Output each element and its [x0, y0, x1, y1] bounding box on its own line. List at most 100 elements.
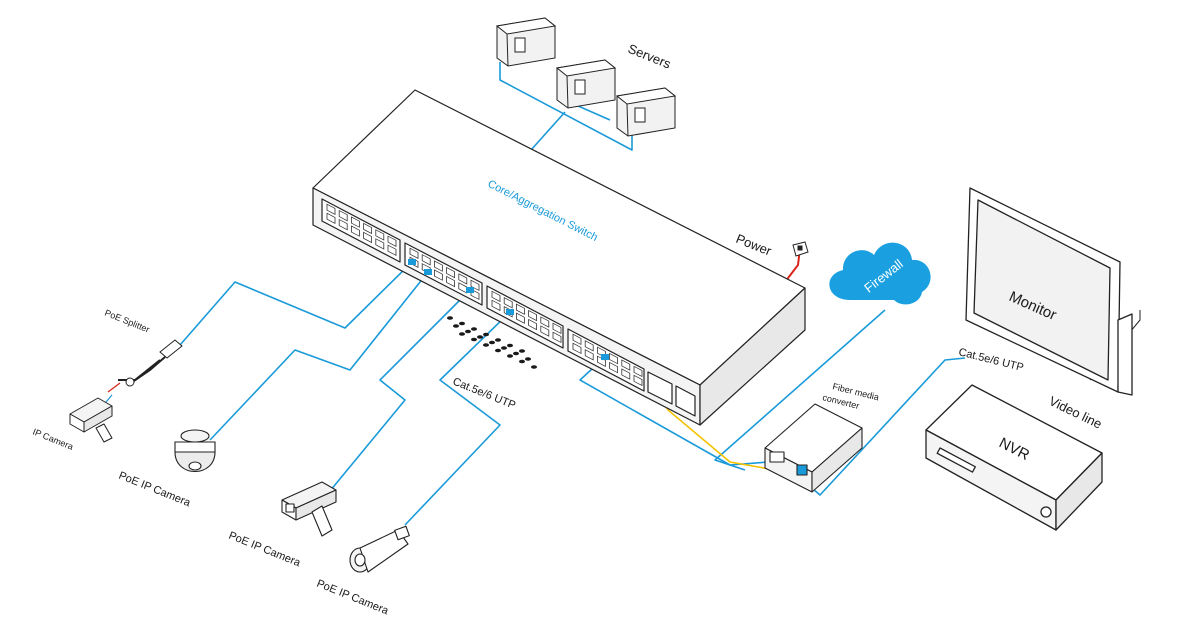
vent-hole	[483, 332, 489, 337]
vent-hole	[531, 365, 537, 369]
switch-port	[363, 231, 373, 244]
switch-port	[375, 238, 385, 250]
poe-dome-camera	[174, 429, 216, 473]
poe-bullet-camera	[349, 525, 410, 573]
cat-utp-left-label: Cat.5e/6 UTP	[451, 376, 517, 412]
vent-hole	[495, 338, 501, 342]
switch-port	[375, 229, 385, 241]
switch-port	[584, 340, 594, 352]
switch-port	[387, 235, 397, 247]
sfp-slot	[647, 371, 673, 405]
firewall-cloud: Firewall	[829, 242, 931, 305]
switch-port	[609, 361, 618, 374]
switch-port	[409, 247, 419, 260]
vent-hole	[507, 354, 513, 358]
switch-side	[699, 287, 806, 426]
poe-splitter-power-lead	[107, 382, 121, 393]
servers-label: Servers	[626, 41, 674, 72]
active-port	[506, 309, 514, 315]
vent-hole	[507, 343, 513, 348]
vent-hole	[471, 327, 477, 331]
active-port	[424, 269, 432, 275]
active-port	[466, 287, 474, 293]
poe-splitter	[118, 339, 183, 387]
cat-utp-right-label: Cat.5e/6 UTP	[957, 346, 1025, 374]
switch-port	[363, 222, 373, 235]
active-port	[601, 354, 609, 360]
nvr-power-button	[1040, 506, 1052, 518]
vent-hole	[525, 357, 531, 361]
core-switch	[312, 89, 806, 426]
switch-port	[350, 216, 360, 228]
switch-port	[528, 318, 537, 331]
vent-hole	[459, 332, 465, 336]
ip-camera	[69, 397, 113, 443]
nvr-device: NVR	[925, 384, 1103, 531]
poe-splitter-data-lead	[105, 394, 113, 403]
switch-port	[326, 212, 336, 224]
poe-splitter-leads	[105, 382, 121, 403]
switch-port	[540, 316, 550, 328]
switch-port	[350, 225, 360, 237]
vent-hole	[519, 359, 525, 364]
server-tower-2	[555, 59, 617, 109]
vent-hole	[483, 343, 489, 347]
firewall-cable	[714, 309, 886, 471]
switch-port	[491, 290, 501, 303]
switch-port	[338, 209, 348, 222]
switch-port	[572, 342, 582, 355]
poe-splitter-cable	[179, 261, 413, 346]
switch-port	[552, 322, 562, 335]
vent-hole	[495, 348, 501, 353]
poe-splitter-label: PoE Splitter	[103, 308, 151, 335]
console-port	[675, 385, 696, 417]
switch-port	[446, 275, 456, 288]
ip-camera-label: IP Camera	[31, 427, 74, 452]
switch-port	[433, 260, 443, 272]
switch-port	[621, 368, 631, 380]
server-tower-3	[615, 87, 677, 137]
poe-ip-camera-2-label: PoE IP Camera	[227, 530, 303, 570]
poe-ip-camera-1-label: PoE IP Camera	[117, 470, 193, 510]
vent-hole	[465, 329, 471, 334]
switch-port	[552, 331, 562, 344]
poe-ip-camera-3-label: PoE IP Camera	[315, 578, 391, 618]
switch-port	[572, 333, 582, 346]
switch-port	[540, 325, 550, 337]
switch-port	[338, 218, 348, 231]
converter-rj45-port	[796, 464, 808, 476]
switch-port	[491, 299, 501, 312]
switch-vents	[447, 316, 537, 369]
camera-box-cable	[324, 289, 471, 498]
vent-hole	[477, 335, 483, 339]
switch-port	[516, 312, 525, 324]
camera-bullet-cable	[404, 311, 511, 526]
monitor-stand	[1117, 313, 1133, 396]
switch-uplink-cable	[530, 111, 566, 151]
monitor-screen	[973, 199, 1111, 381]
server-tower-1	[495, 17, 557, 67]
switch-ports	[326, 203, 643, 387]
vent-hole	[519, 349, 525, 353]
nvr-drive-slot	[936, 447, 976, 473]
poe-box-camera	[281, 481, 337, 537]
camera-dome-cable	[209, 271, 429, 441]
switch-port	[516, 303, 525, 315]
active-port	[408, 259, 416, 265]
switch-port	[621, 359, 631, 371]
switch-port	[433, 269, 443, 281]
switch-port	[503, 297, 513, 309]
power-socket	[792, 241, 809, 257]
switch-port	[633, 374, 643, 387]
switch-port	[633, 365, 643, 378]
switch-port	[326, 203, 336, 215]
switch-port	[458, 273, 468, 285]
switch-port	[470, 279, 480, 292]
vent-hole	[447, 316, 453, 320]
switch-port	[421, 254, 431, 266]
switch-port	[387, 244, 397, 256]
vent-hole	[471, 337, 477, 342]
vent-hole	[489, 340, 495, 345]
switch-port	[584, 349, 594, 361]
